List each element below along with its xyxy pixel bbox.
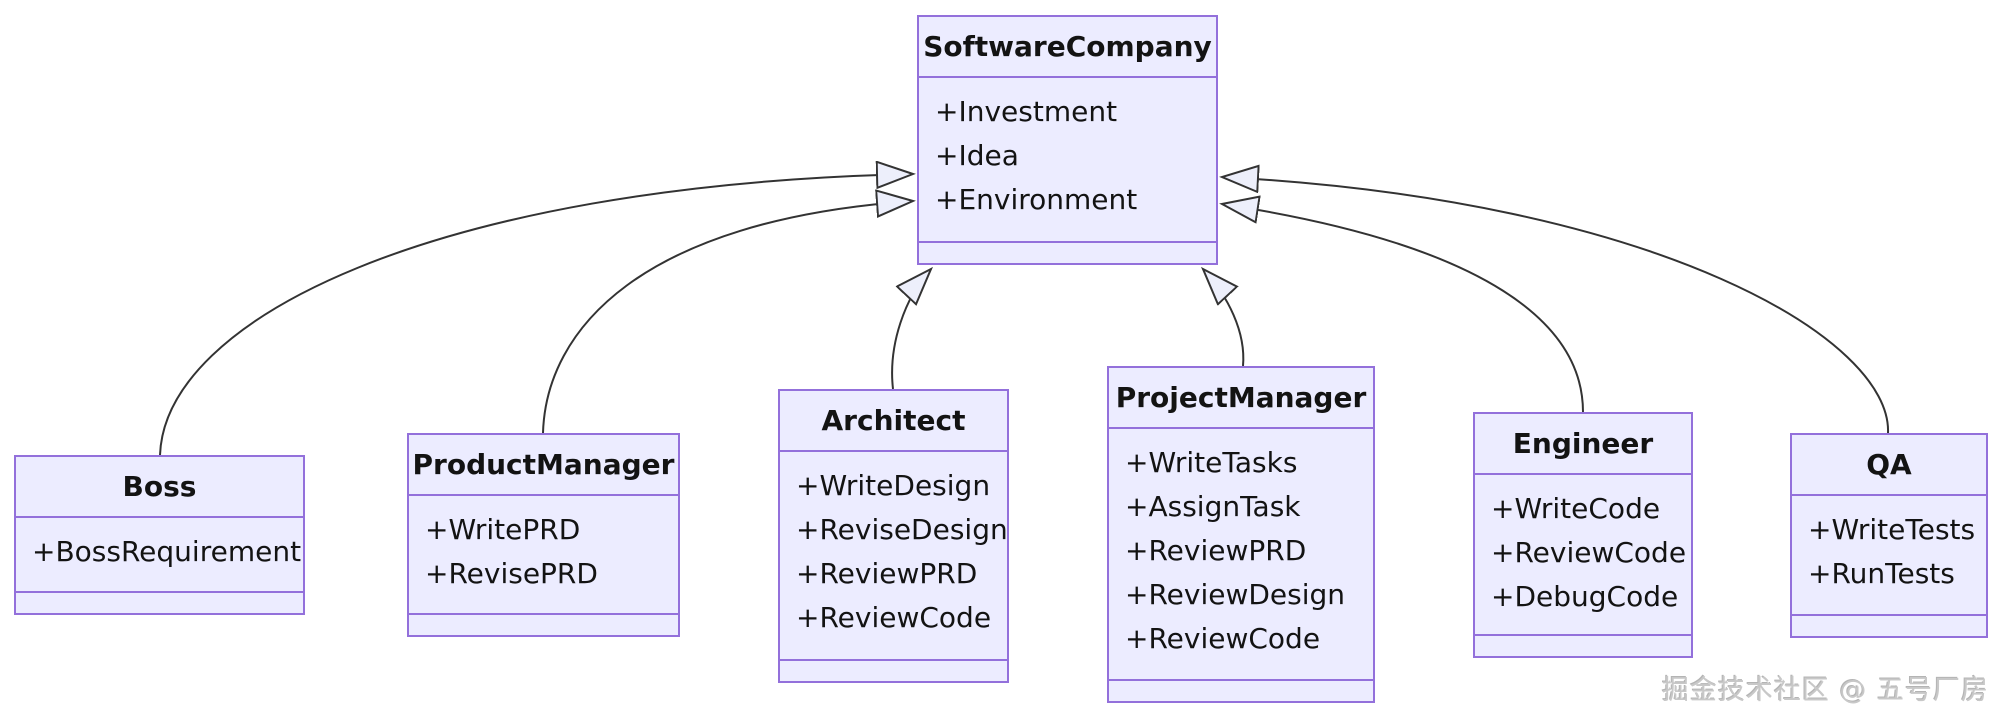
class-attributes: +WritePRD +RevisePRD [409,496,678,613]
class-box-boss: Boss +BossRequirement [14,455,305,615]
watermark-text: 掘金技术社区 @ 五号厂房 [1661,675,1989,706]
class-attribute: +ReviseDesign [796,513,1008,546]
inheritance-edge-architect [891,269,931,390]
class-attribute: +BossRequirement [32,535,302,568]
class-methods-empty [780,659,1007,681]
class-title: SoftwareCompany [919,17,1216,78]
class-attribute: +Investment [935,95,1118,128]
class-box-engineer: Engineer +WriteCode +ReviewCode +DebugCo… [1473,412,1693,658]
class-box-project-manager: ProjectManager +WriteTasks +AssignTask +… [1107,366,1375,703]
class-methods-empty [919,241,1216,263]
class-attribute: +WriteTests [1808,513,1976,546]
class-attribute: +WriteDesign [796,469,991,502]
class-attribute: +ReviewPRD [1125,534,1307,567]
class-title: Architect [780,391,1007,452]
class-attribute: +WriteCode [1491,492,1661,525]
class-title: Engineer [1475,414,1691,475]
class-methods-empty [1792,614,1986,636]
inheritance-edge-project-manager [1203,269,1245,367]
class-title: Boss [16,457,303,518]
class-box-architect: Architect +WriteDesign +ReviseDesign +Re… [778,389,1009,683]
class-attribute: +ReviewCode [1125,622,1321,655]
class-attributes: +Investment +Idea +Environment [919,78,1216,241]
class-methods-empty [1109,679,1373,701]
class-attribute: +WritePRD [425,513,581,546]
class-attributes: +WriteTests +RunTests [1792,496,1986,614]
class-box-product-manager: ProductManager +WritePRD +RevisePRD [407,433,680,637]
class-methods-empty [409,613,678,635]
class-attributes: +BossRequirement [16,518,303,591]
class-attribute: +ReviewCode [1491,536,1687,569]
class-attribute: +ReviewCode [796,601,992,634]
class-attribute: +DebugCode [1491,580,1679,613]
class-attribute: +ReviewPRD [796,557,978,590]
class-methods-empty [1475,634,1691,656]
class-attribute: +Idea [935,139,1019,172]
class-title: ProjectManager [1109,368,1373,429]
class-attributes: +WriteCode +ReviewCode +DebugCode [1475,475,1691,634]
class-attribute: +WriteTasks [1125,446,1298,479]
class-title: QA [1792,435,1986,496]
class-methods-empty [16,591,303,613]
class-title: ProductManager [409,435,678,496]
class-box-software-company: SoftwareCompany +Investment +Idea +Envir… [917,15,1218,265]
class-box-qa: QA +WriteTests +RunTests [1790,433,1988,638]
class-attribute: +ReviewDesign [1125,578,1346,611]
class-attributes: +WriteTasks +AssignTask +ReviewPRD +Revi… [1109,429,1373,679]
class-attributes: +WriteDesign +ReviseDesign +ReviewPRD +R… [780,452,1008,659]
class-attribute: +Environment [935,183,1138,216]
class-attribute: +RunTests [1808,557,1955,590]
class-attribute: +AssignTask [1125,490,1301,523]
class-attribute: +RevisePRD [425,557,598,590]
